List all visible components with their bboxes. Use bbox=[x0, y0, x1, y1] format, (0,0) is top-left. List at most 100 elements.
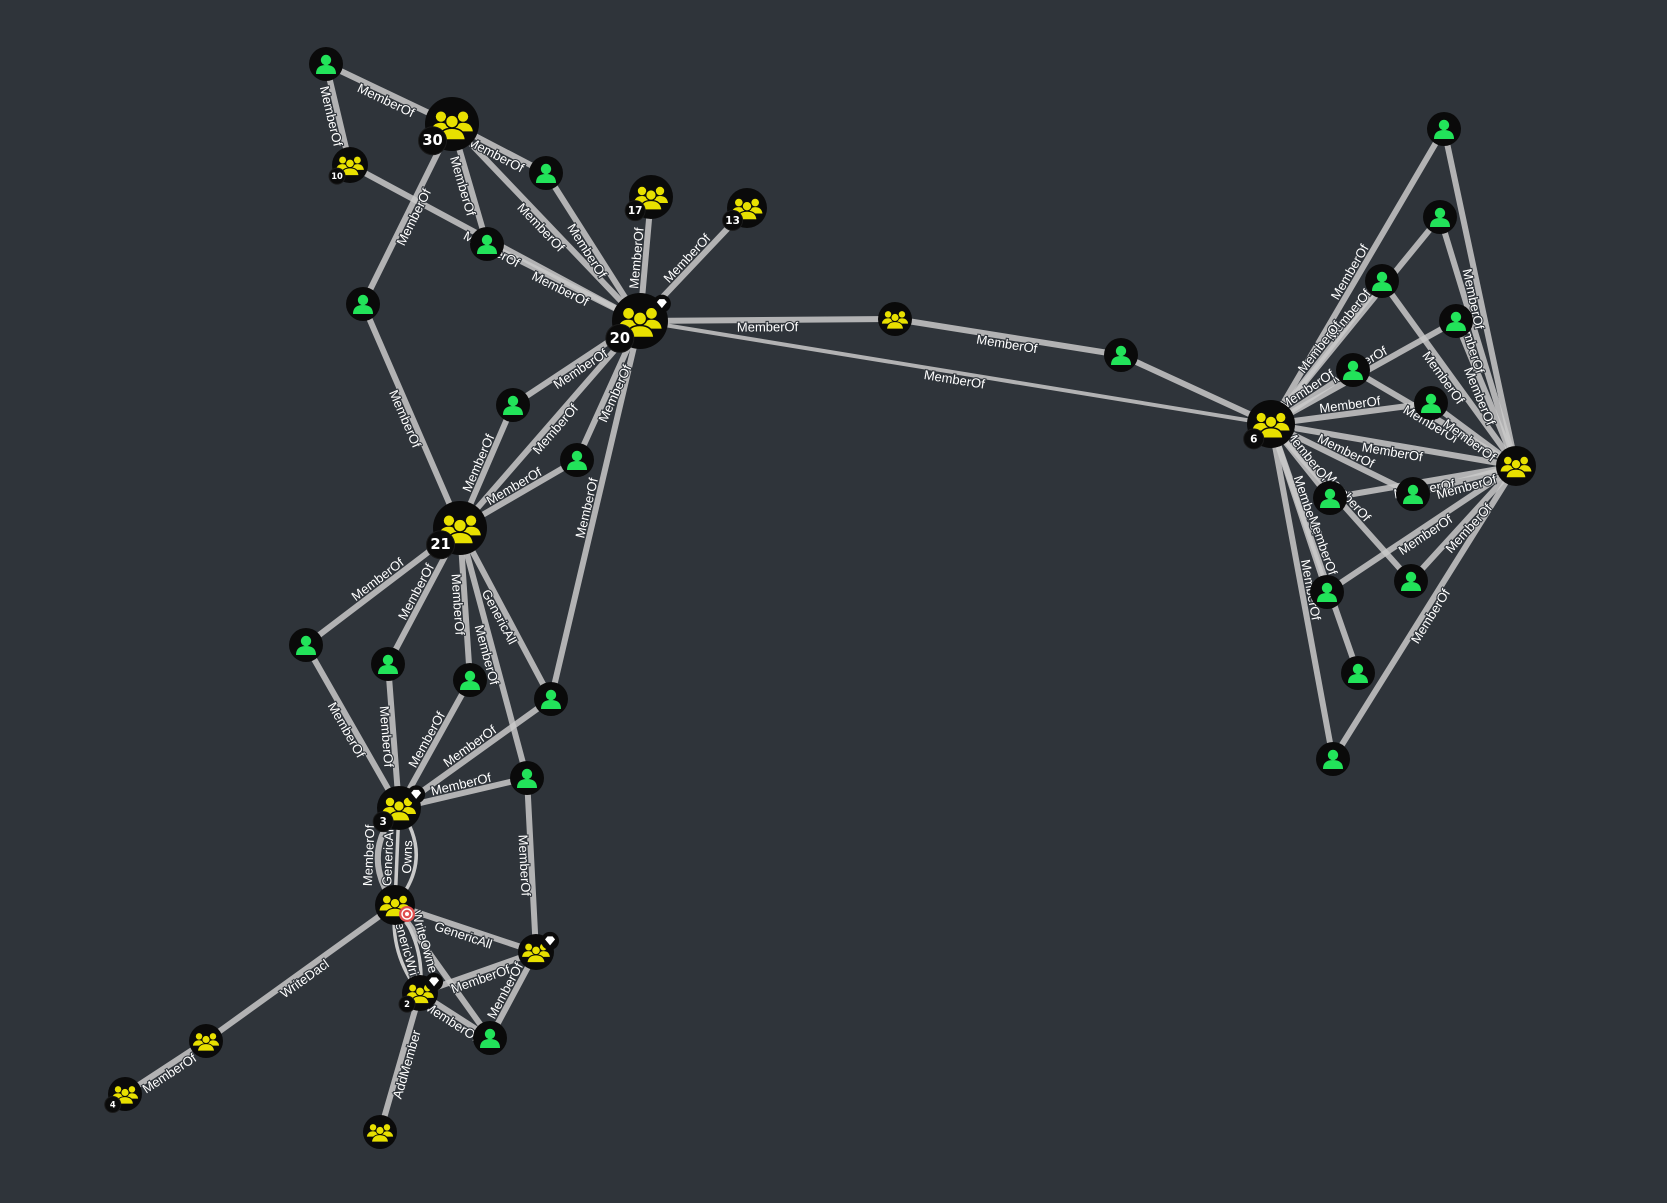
edge-gmid-umid[interactable] bbox=[892, 316, 1124, 358]
edge-g21-g20[interactable] bbox=[457, 318, 643, 531]
user-icon bbox=[353, 294, 373, 314]
user-icon bbox=[1323, 749, 1343, 769]
edge-label: Owns bbox=[399, 840, 415, 874]
group-node-g13[interactable]: 13 bbox=[722, 188, 767, 231]
group-node-gw[interactable] bbox=[189, 1024, 223, 1058]
group-node-g21[interactable]: 21 bbox=[426, 501, 487, 560]
user-node-r9[interactable] bbox=[1310, 575, 1344, 609]
user-node-u12[interactable] bbox=[473, 1021, 507, 1055]
edge-r11-g6[interactable] bbox=[1268, 421, 1361, 676]
user-node-u8[interactable] bbox=[371, 647, 405, 681]
edge-r12-gr[interactable] bbox=[1330, 463, 1519, 762]
user-node-r5[interactable] bbox=[1336, 353, 1370, 387]
group-node-g10[interactable]: 10 bbox=[328, 147, 368, 185]
edge-u11-ghv[interactable] bbox=[524, 775, 539, 955]
edge-gb-g2[interactable] bbox=[377, 990, 423, 1135]
edge-r1-gr[interactable] bbox=[1441, 126, 1519, 469]
user-node-r1[interactable] bbox=[1427, 112, 1461, 146]
user-node-r7[interactable] bbox=[1313, 481, 1347, 515]
target-icon bbox=[399, 906, 415, 922]
user-node-r3[interactable] bbox=[1365, 264, 1399, 298]
user-node-u10[interactable] bbox=[534, 682, 568, 716]
edge-gt-ghv[interactable] bbox=[392, 902, 539, 955]
count-badge bbox=[624, 200, 646, 222]
user-node-u9[interactable] bbox=[453, 663, 487, 697]
edge-g21-u11[interactable] bbox=[457, 525, 530, 781]
edge-r10-gr[interactable] bbox=[1408, 463, 1519, 584]
user-node-r11[interactable] bbox=[1341, 656, 1375, 690]
user-node-r8[interactable] bbox=[1396, 477, 1430, 511]
count-badge bbox=[605, 323, 635, 353]
edge-r3-gr[interactable] bbox=[1379, 278, 1519, 469]
edge-umid-g6[interactable] bbox=[1118, 352, 1274, 427]
user-node-r6[interactable] bbox=[1414, 386, 1448, 420]
edge-g30-g20[interactable] bbox=[449, 121, 643, 324]
nodes-layer: 30 10 17 13 20 21 3 2 4 6 bbox=[104, 47, 1536, 1149]
edge-r2-gr[interactable] bbox=[1437, 214, 1519, 469]
edge-r3-g6[interactable] bbox=[1268, 278, 1385, 427]
group-node-gb[interactable] bbox=[363, 1115, 397, 1149]
edge-label: MemberOf bbox=[660, 231, 713, 286]
user-node-u1[interactable] bbox=[309, 47, 343, 81]
user-node-u5[interactable] bbox=[496, 388, 530, 422]
edge-label: MemberOf bbox=[1396, 511, 1456, 558]
group-node-ghv[interactable] bbox=[518, 931, 560, 970]
user-node-u7[interactable] bbox=[289, 628, 323, 662]
user-node-r2[interactable] bbox=[1423, 200, 1457, 234]
user-node-umid[interactable] bbox=[1104, 338, 1138, 372]
group-node-g4[interactable]: 4 bbox=[104, 1077, 142, 1114]
group-node-g2[interactable]: 2 bbox=[398, 972, 444, 1013]
edge-g20-u10[interactable] bbox=[548, 318, 643, 702]
edge-label: MemberOf bbox=[140, 1050, 200, 1096]
user-node-r12[interactable] bbox=[1316, 742, 1350, 776]
user-node-r10[interactable] bbox=[1394, 564, 1428, 598]
user-icon bbox=[1401, 571, 1421, 591]
user-node-u4[interactable] bbox=[346, 287, 380, 321]
edge-gw-gt[interactable] bbox=[203, 902, 398, 1044]
edge-r1-g6[interactable] bbox=[1268, 126, 1447, 427]
group-node-gt[interactable] bbox=[375, 885, 415, 925]
edge-u3-g20[interactable] bbox=[484, 241, 643, 324]
edge-r8-g6[interactable] bbox=[1268, 421, 1416, 497]
group-node-gr[interactable] bbox=[1496, 446, 1536, 486]
edge-r6-g6[interactable] bbox=[1268, 400, 1434, 427]
edge-g21-u10[interactable] bbox=[457, 525, 554, 702]
edge-r9-gr[interactable] bbox=[1324, 463, 1519, 595]
user-icon bbox=[296, 635, 316, 655]
group-node-g30[interactable]: 30 bbox=[418, 97, 479, 156]
edge-g20-gmid[interactable] bbox=[637, 316, 898, 324]
edge-u9-g3[interactable] bbox=[396, 677, 473, 811]
user-icon bbox=[503, 395, 523, 415]
count-badge bbox=[418, 126, 448, 156]
edge-label: WriteDacl bbox=[277, 956, 331, 1001]
user-node-u6[interactable] bbox=[560, 443, 594, 477]
user-node-u11[interactable] bbox=[510, 761, 544, 795]
group-node-g17[interactable]: 17 bbox=[624, 175, 673, 222]
group-node-g6[interactable]: 6 bbox=[1243, 400, 1295, 450]
count-badge bbox=[372, 811, 394, 833]
group-icon bbox=[1500, 456, 1532, 479]
edge-gt-u12[interactable] bbox=[392, 902, 493, 1041]
edge-r12-g6[interactable] bbox=[1268, 421, 1336, 762]
group-node-gmid[interactable] bbox=[878, 302, 912, 336]
edge-u7-g3[interactable] bbox=[303, 642, 402, 811]
group-node-g20[interactable]: 20 bbox=[605, 293, 671, 353]
edge-g6-gr[interactable] bbox=[1268, 421, 1519, 469]
edge-label: MemberOf bbox=[514, 200, 568, 255]
edge-g20-g6[interactable] bbox=[638, 319, 1273, 426]
diamond-icon bbox=[652, 294, 671, 313]
edge-u4-g21[interactable] bbox=[360, 301, 463, 531]
count-badge bbox=[328, 167, 346, 185]
user-icon bbox=[1446, 311, 1466, 331]
edge-u2-g20[interactable] bbox=[543, 170, 643, 324]
user-node-r4[interactable] bbox=[1439, 304, 1473, 338]
count-label: 6 bbox=[1250, 433, 1257, 445]
edge-u8-g3[interactable] bbox=[385, 661, 402, 811]
edge-u10-g3[interactable] bbox=[396, 696, 554, 811]
group-node-g3[interactable]: 3 bbox=[372, 785, 426, 833]
edge-r4-gr[interactable] bbox=[1453, 318, 1519, 469]
user-node-u2[interactable] bbox=[529, 156, 563, 190]
user-node-u3[interactable] bbox=[470, 227, 504, 261]
